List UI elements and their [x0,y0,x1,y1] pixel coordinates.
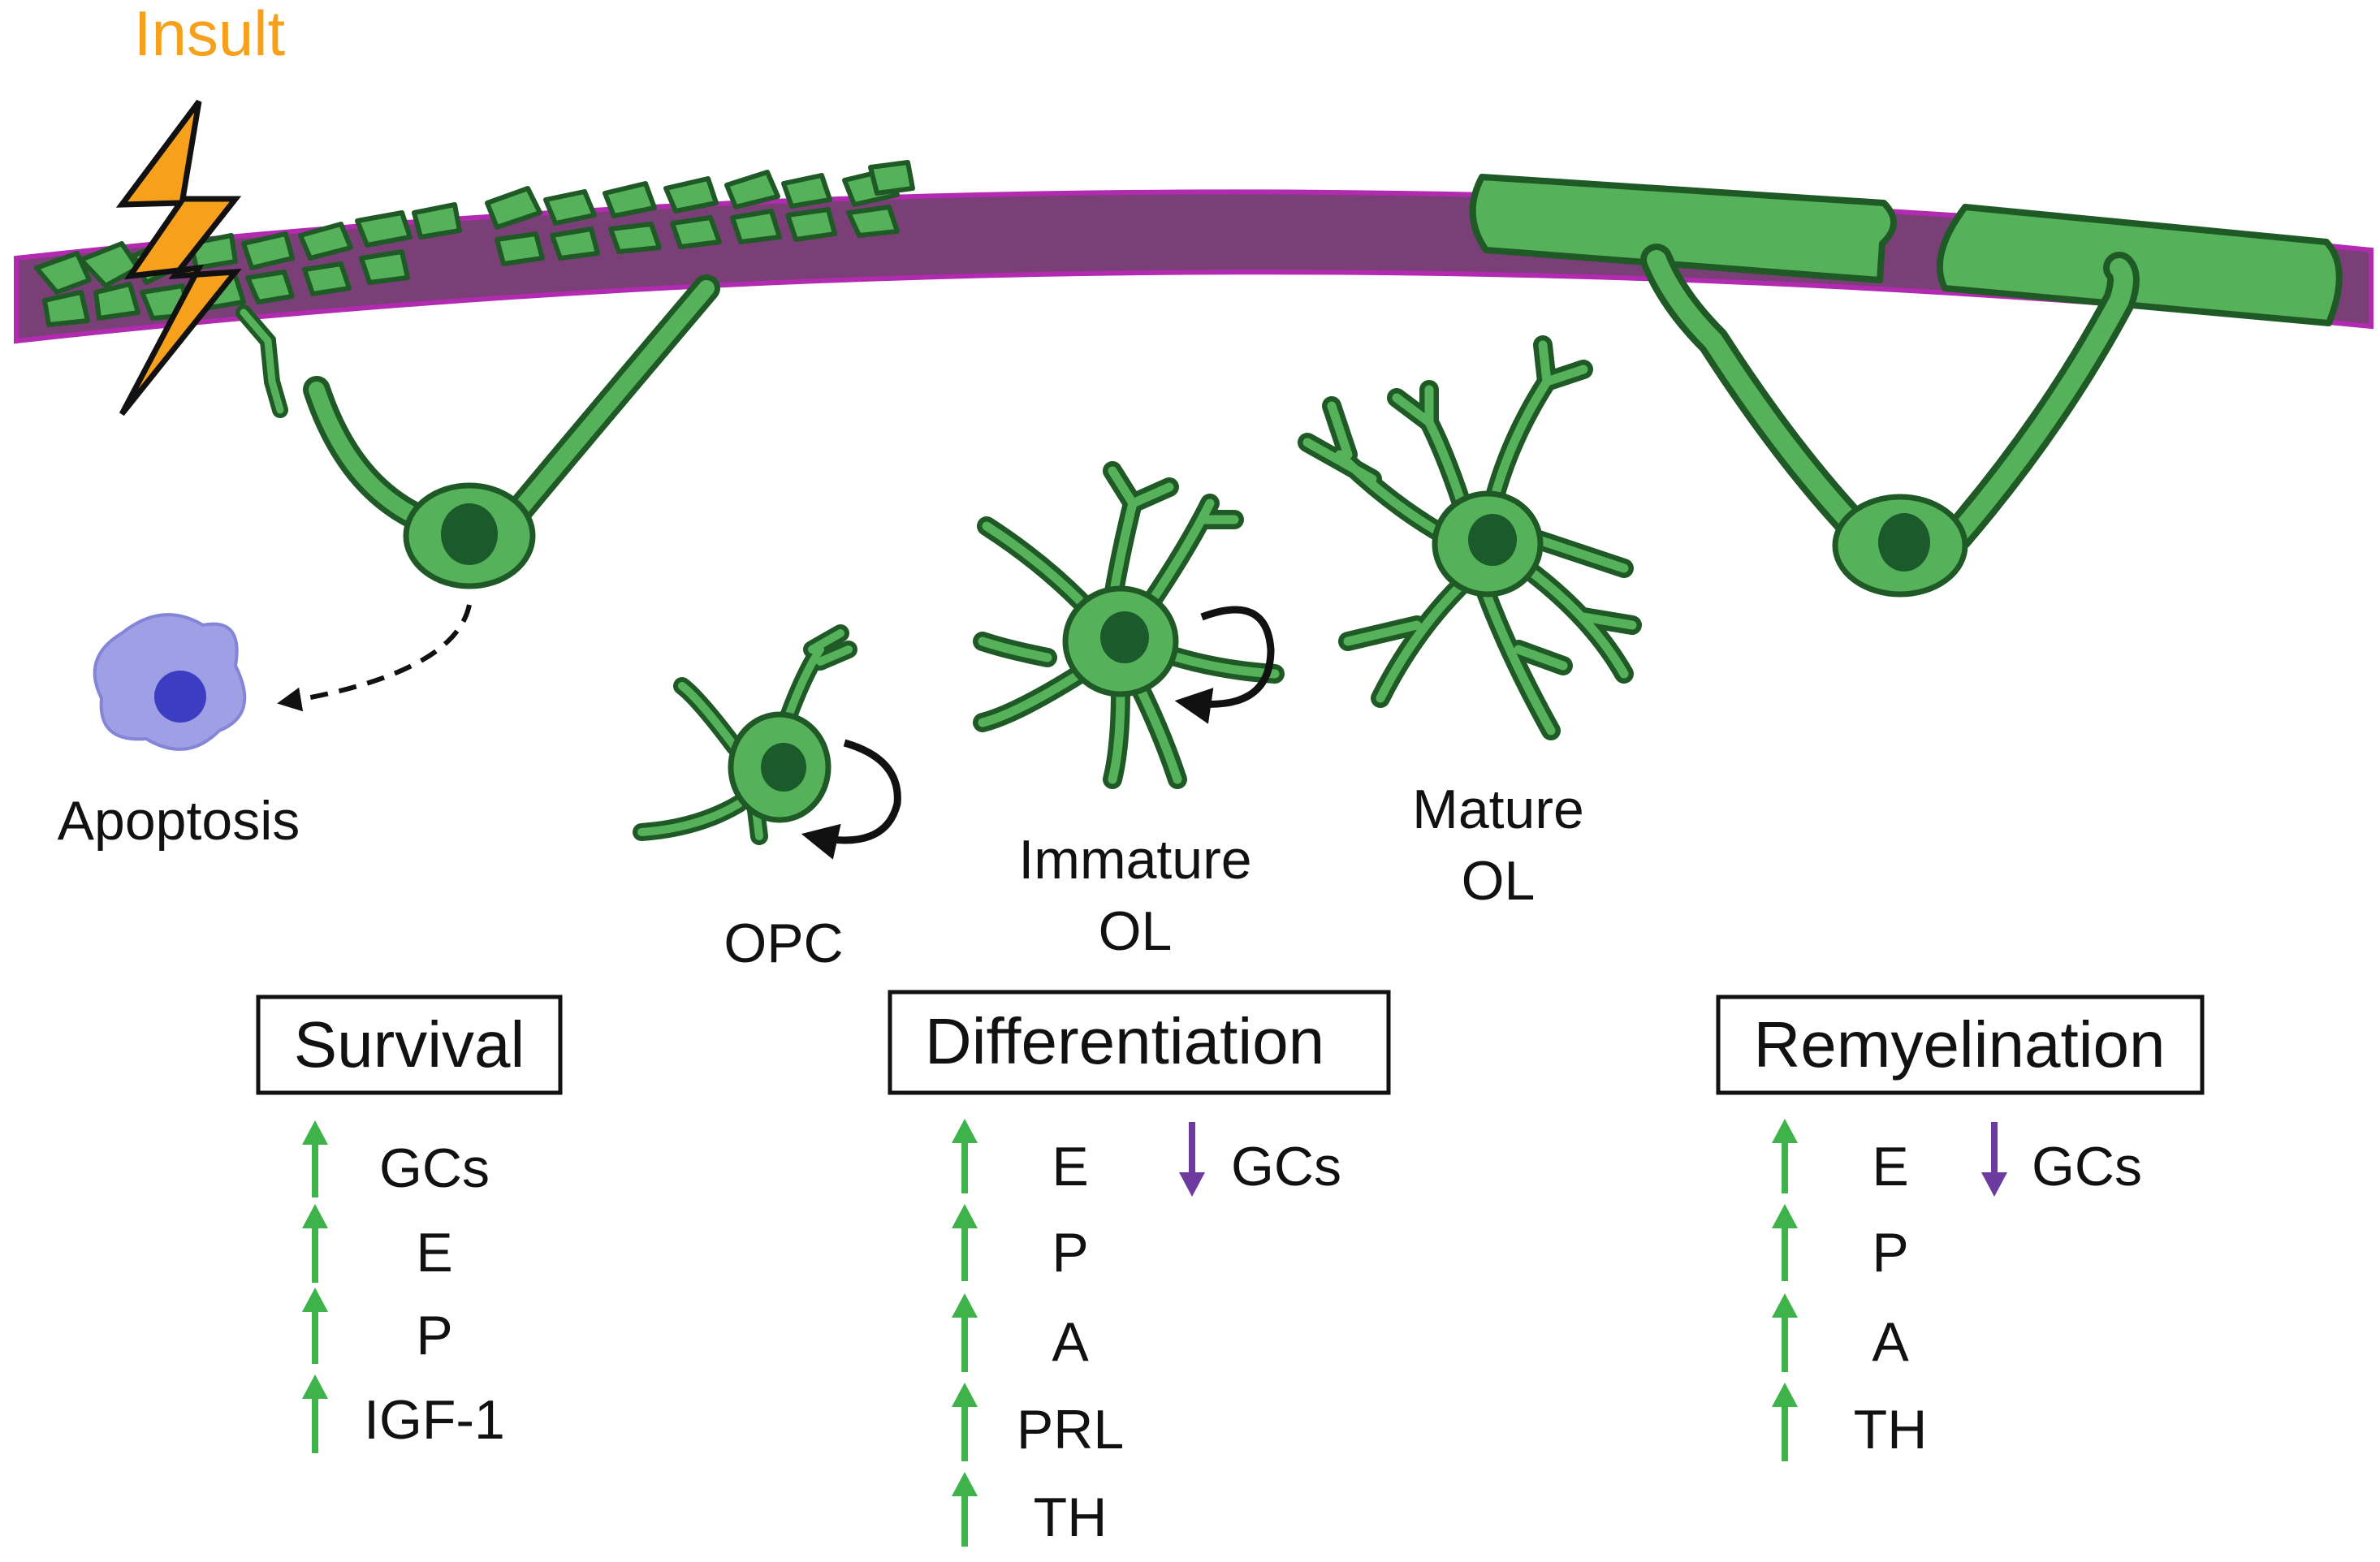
differentiation-panel-box [888,990,1391,1095]
remyelination-factor-1: E [1872,1136,1908,1197]
remyelination-panel-box [1716,995,2205,1095]
opc-cell [633,624,857,845]
differentiation-factor-list: E P A PRL TH GCs [952,1119,1341,1548]
mature-ol-cell [1298,335,1642,740]
up-arrow-icon [1772,1293,1798,1372]
up-arrow-icon [1772,1204,1798,1281]
down-arrow-icon [1179,1122,1205,1197]
up-arrow-icon [302,1120,328,1197]
down-arrow-icon [1981,1122,2007,1197]
up-arrow-icon [952,1204,978,1281]
up-arrow-icon [302,1288,328,1364]
opc-label: OPC [724,913,843,974]
apoptosis-arrow [277,604,472,712]
survival-factor-4: IGF-1 [364,1389,505,1451]
insult-label: Insult [134,0,286,69]
remyelination-factor-4: TH [1854,1399,1928,1461]
up-arrow-icon [302,1204,328,1283]
remyelinating-oligodendrocyte [1640,244,2140,598]
immature-label-line1: Immature [1018,829,1251,891]
apoptotic-cell-icon [93,613,247,751]
remyelination-factor-3: A [1872,1311,1909,1373]
up-arrow-icon [952,1119,978,1193]
survival-factor-2: E [416,1222,452,1284]
up-arrow-icon [1772,1383,1798,1461]
immature-ol-cell [973,461,1285,789]
remyelination-factor-list: E P A TH GCs [1772,1119,2142,1461]
differentiation-factor-1: E [1052,1136,1088,1197]
up-arrow-icon [952,1293,978,1372]
survival-factor-1: GCs [379,1137,490,1199]
immature-label-line2: OL [1099,900,1173,962]
up-arrow-icon [952,1383,978,1461]
differentiation-down-factor-1: GCs [1231,1136,1341,1197]
remyelination-down-factor-1: GCs [2032,1136,2142,1197]
remyelination-title: Remyelination [1754,1008,2166,1081]
lightning-bolt-icon [115,99,242,416]
curved-arrow-icon [1174,606,1275,724]
myelin-sheaths [1469,174,2343,326]
damaged-oligodendrocyte [303,274,720,589]
up-arrow-icon [952,1472,978,1547]
curved-arrow-icon [801,739,901,860]
mature-label-line1: Mature [1412,779,1584,840]
apoptosis-label: Apoptosis [58,790,300,852]
survival-factor-list: GCs E P IGF-1 [302,1120,505,1453]
survival-factor-3: P [416,1305,452,1366]
differentiation-title: Differentiation [925,1005,1324,1077]
differentiation-factor-5: TH [1034,1486,1108,1548]
up-arrow-icon [302,1374,328,1453]
differentiation-factor-4: PRL [1017,1399,1124,1461]
differentiation-factor-2: P [1052,1222,1088,1284]
mature-label-line2: OL [1462,850,1536,912]
remyelination-factor-2: P [1872,1222,1908,1284]
up-arrow-icon [1772,1119,1798,1193]
differentiation-factor-3: A [1052,1311,1089,1373]
survival-title: Survival [294,1008,525,1081]
survival-panel-box [256,995,563,1095]
